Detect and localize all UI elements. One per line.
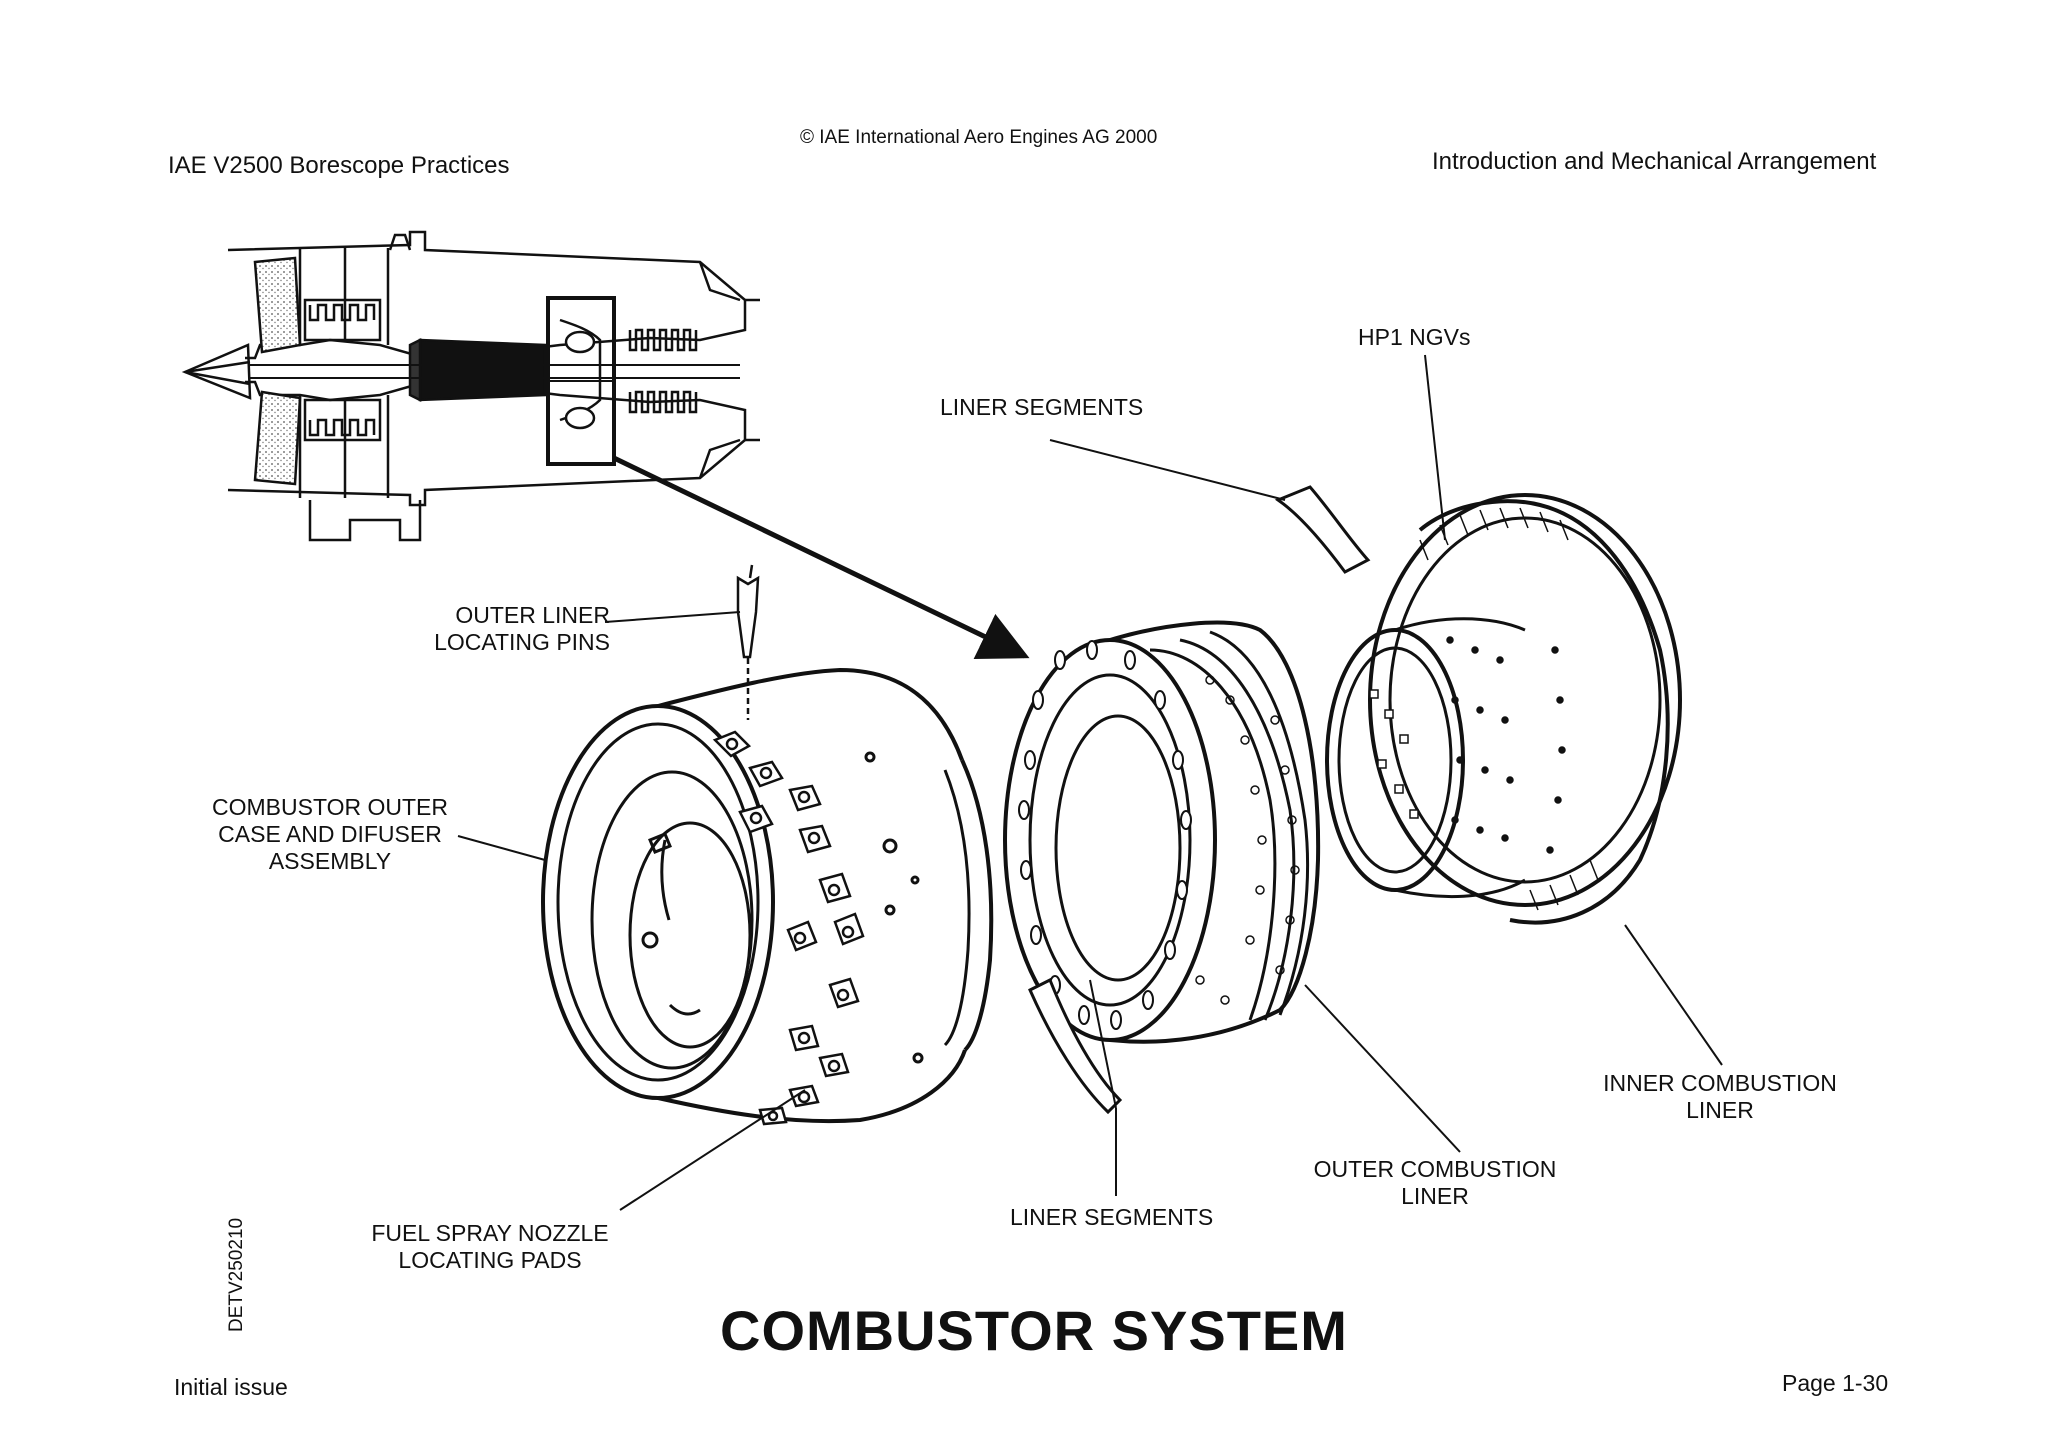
- outer-liner-locating-pin: [736, 564, 760, 720]
- footer-left: Initial issue: [174, 1374, 288, 1400]
- label-inner-combustion-liner: INNER COMBUSTION LINER: [1590, 1070, 1850, 1124]
- leader-lines: [457, 354, 1723, 1211]
- header-copyright: © IAE International Aero Engines AG 2000: [800, 127, 1158, 148]
- label-outer-combustion-liner: OUTER COMBUSTION LINER: [1300, 1156, 1570, 1210]
- label-outer-liner-pins-line1: OUTER LINER: [455, 602, 610, 628]
- label-inner-combustion-liner-line2: LINER: [1686, 1097, 1754, 1123]
- label-outer-combustion-liner-line2: LINER: [1401, 1183, 1469, 1209]
- inner-combustion-liner: [1325, 493, 1682, 925]
- label-liner-segments-bottom: LINER SEGMENTS: [1010, 1204, 1214, 1230]
- explode-arrow: [612, 455, 1030, 659]
- outer-combustion-liner: [1003, 620, 1321, 1044]
- label-hp1-ngvs: HP1 NGVs: [1358, 324, 1471, 350]
- label-combustor-case-line1: COMBUSTOR OUTER: [212, 794, 448, 820]
- label-combustor-case-line3: ASSEMBLY: [268, 848, 392, 874]
- drawing-code: DETV250210: [226, 1217, 247, 1332]
- label-fuel-nozzle-pads-line1: FUEL SPRAY NOZZLE: [371, 1220, 609, 1246]
- label-outer-liner-pins-line2: LOCATING PINS: [434, 629, 610, 655]
- label-fuel-nozzle-pads-line2: LOCATING PADS: [398, 1247, 582, 1273]
- page-title: COMBUSTOR SYSTEM: [720, 1299, 1348, 1362]
- label-outer-liner-pins: OUTER LINER LOCATING PINS: [410, 602, 610, 656]
- header-left: IAE V2500 Borescope Practices: [168, 152, 510, 179]
- combustor-outer-case: [541, 667, 994, 1126]
- engine-cross-section: [181, 230, 760, 542]
- label-inner-combustion-liner-line1: INNER COMBUSTION: [1603, 1070, 1837, 1096]
- label-liner-segments-top: LINER SEGMENTS: [940, 394, 1144, 420]
- label-combustor-case-line2: CASE AND DIFUSER: [218, 821, 442, 847]
- label-outer-combustion-liner-line1: OUTER COMBUSTION: [1313, 1156, 1557, 1182]
- footer-page-number: Page 1-30: [1782, 1370, 1889, 1396]
- label-fuel-nozzle-pads: FUEL SPRAY NOZZLE LOCATING PADS: [360, 1220, 620, 1274]
- header-right: Introduction and Mechanical Arrangement: [1432, 148, 1877, 175]
- liner-segment-bottom: [1028, 977, 1123, 1115]
- liner-segment-top: [1274, 485, 1371, 574]
- label-combustor-case: COMBUSTOR OUTER CASE AND DIFUSER ASSEMBL…: [200, 794, 460, 875]
